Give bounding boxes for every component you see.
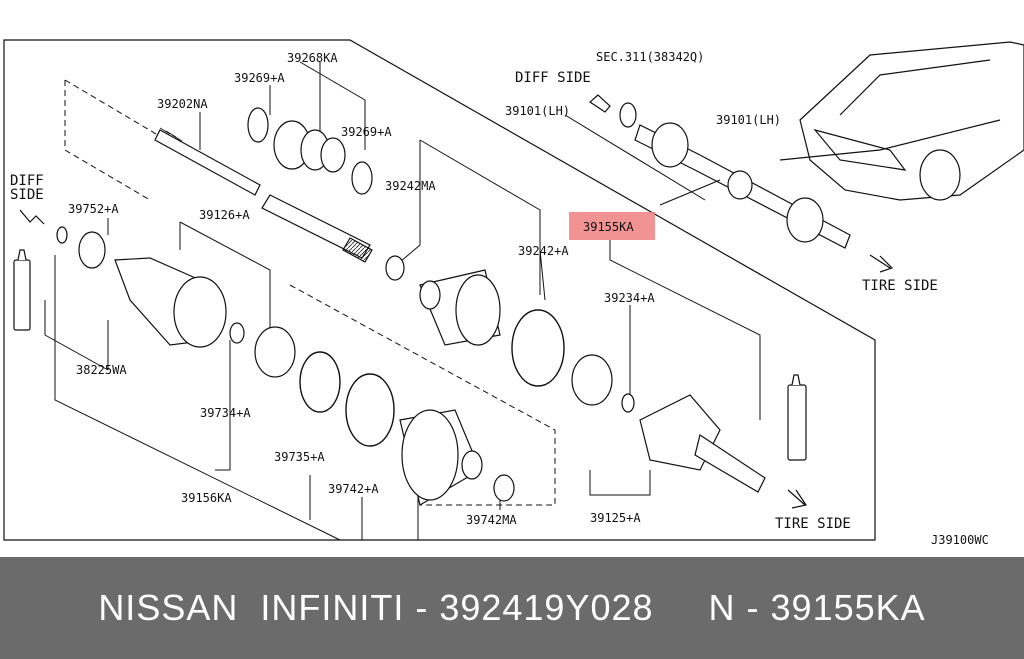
footer-bar: NISSAN INFINITI - 392419Y028 N - 39155KA	[0, 557, 1024, 659]
label-39742MA: 39742MA	[466, 513, 517, 527]
label-38225WA: 38225WA	[76, 363, 127, 377]
label-39101LH-inset: 39101(LH)	[716, 113, 781, 127]
diagram-code: J39100WC	[931, 533, 989, 547]
label-39156KA: 39156KA	[181, 491, 232, 505]
boot-39742A	[399, 409, 515, 506]
label-39155KA: 39155KA	[583, 220, 634, 234]
label-39752A: 39752+A	[68, 202, 119, 216]
label-tire-side-bottom: TIRE SIDE	[775, 516, 851, 532]
label-39269A-1: 39269+A	[234, 71, 285, 85]
leader-lines	[44, 61, 761, 541]
footer-part-numbers: NISSAN INFINITI - 392419Y028 N - 39155KA	[98, 587, 926, 628]
inset-shaft-39101	[619, 102, 851, 249]
label-39242A: 39242+A	[518, 244, 569, 258]
boot-39268KA	[247, 107, 373, 195]
parts-diagram: 39268KA 39269+A 39269+A 39202NA 39101(LH…	[3, 39, 1024, 547]
label-39126A: 39126+A	[199, 208, 250, 222]
label-diff-side-inset: DIFF SIDE	[515, 70, 591, 86]
label-39269A-2: 39269+A	[341, 125, 392, 139]
main-frame	[3, 39, 876, 541]
band-39242A	[511, 309, 565, 387]
label-tire-side-inset: TIRE SIDE	[862, 278, 938, 294]
rings-39735A	[299, 351, 395, 447]
label-39202NA: 39202NA	[157, 97, 208, 111]
joint-39752A	[13, 226, 106, 331]
vehicle-outline	[799, 41, 1024, 201]
label-39234A: 39234+A	[604, 291, 655, 305]
label-39125A: 39125+A	[590, 511, 641, 525]
label-39242MA: 39242MA	[385, 179, 436, 193]
label-39734A: 39734+A	[200, 406, 251, 420]
label-39735A: 39735+A	[274, 450, 325, 464]
label-39101LH: 39101(LH)	[505, 104, 570, 118]
label-sec311: SEC.311(38342Q)	[596, 50, 704, 64]
housing-39126A	[114, 257, 296, 378]
shaft-39202NA	[154, 127, 373, 263]
boot-39242MA	[385, 255, 501, 346]
label-39742A: 39742+A	[328, 482, 379, 496]
label-diff-side-left-2: SIDE	[10, 187, 44, 203]
joint-39125A	[571, 354, 807, 493]
highlight-box	[569, 212, 655, 240]
label-39268KA: 39268KA	[287, 51, 338, 65]
label-diff-side-left-1: DIFF	[10, 173, 44, 189]
direction-arrows	[19, 94, 894, 509]
